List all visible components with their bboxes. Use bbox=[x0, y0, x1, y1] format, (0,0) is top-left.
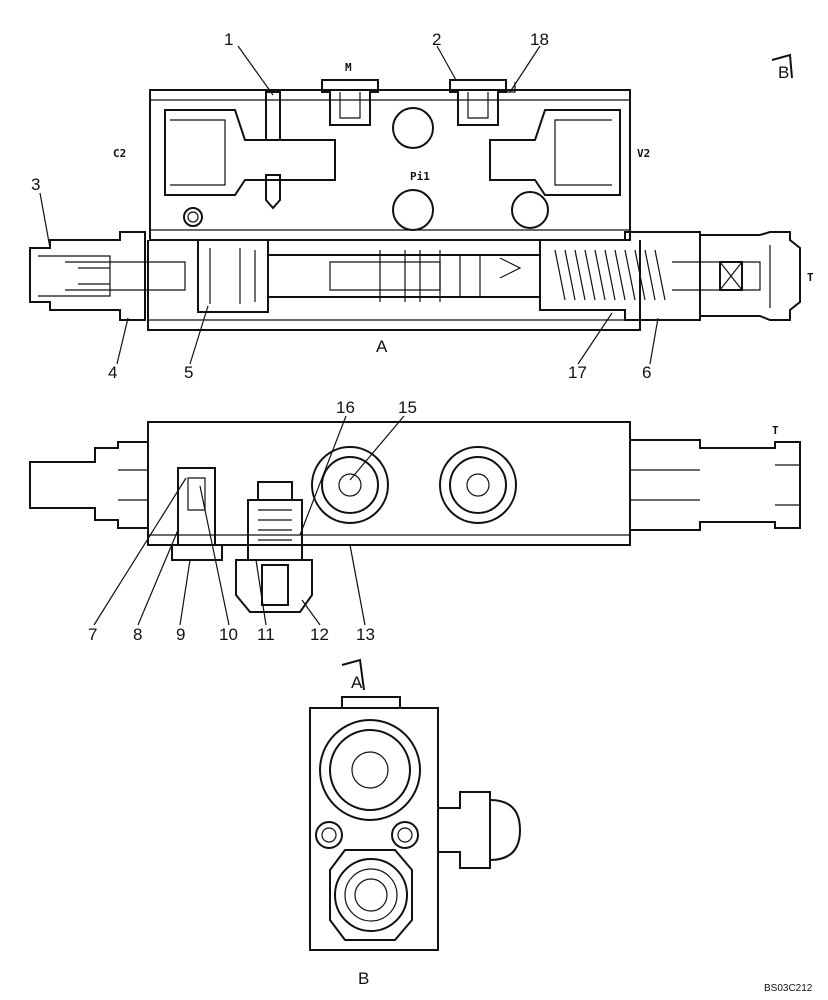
cap-12 bbox=[235, 559, 313, 613]
view-b-hole-left bbox=[315, 821, 343, 849]
section-marker-a-label: A bbox=[351, 673, 363, 692]
callout-8: 8 bbox=[133, 625, 142, 644]
callout-12: 12 bbox=[310, 625, 329, 644]
port-pi1-label: Pi1 bbox=[410, 170, 430, 183]
view-b-hex-nut bbox=[329, 849, 413, 941]
right-end-cap bbox=[699, 231, 801, 321]
view-b-label: B bbox=[358, 969, 369, 988]
piston-5 bbox=[197, 239, 269, 313]
callout-1: 1 bbox=[224, 30, 233, 49]
section-marker-a: A bbox=[341, 658, 365, 692]
plug-right bbox=[439, 446, 517, 524]
section-marker-b-label: B bbox=[778, 63, 789, 82]
v2-port-cavity bbox=[489, 109, 621, 196]
view-b-hole-right bbox=[391, 821, 419, 849]
drawing-code: BS03C212 bbox=[764, 983, 813, 994]
callout-3: 3 bbox=[31, 175, 40, 194]
spring bbox=[554, 249, 666, 301]
left-fitting bbox=[29, 441, 149, 529]
section-a-view: M C2 V2 Pi1 T A bbox=[29, 61, 814, 356]
passage-right bbox=[511, 191, 549, 229]
section-a-label: A bbox=[376, 337, 388, 356]
callout-9: 9 bbox=[176, 625, 185, 644]
side-view: T bbox=[29, 421, 801, 613]
callout-11: 11 bbox=[257, 625, 275, 644]
plug-9 bbox=[171, 544, 223, 561]
spring-housing bbox=[539, 231, 701, 321]
callout-6: 6 bbox=[642, 363, 651, 382]
callout-numbers: 1 2 18 3 4 5 17 6 16 15 7 8 9 10 11 12 1… bbox=[31, 30, 651, 644]
left-cap bbox=[29, 231, 146, 321]
view-b: B bbox=[309, 696, 522, 988]
callout-16: 16 bbox=[336, 398, 355, 417]
spool bbox=[267, 254, 541, 298]
callout-10: 10 bbox=[219, 625, 238, 644]
view-b-body bbox=[309, 707, 439, 951]
small-plug bbox=[183, 207, 203, 227]
plug-2 bbox=[449, 79, 507, 126]
pin-1 bbox=[265, 91, 281, 141]
callout-leaders bbox=[39, 45, 659, 626]
c2-port-cavity bbox=[164, 109, 336, 196]
view-b-side-fitting bbox=[437, 791, 491, 869]
section-marker-b: B bbox=[771, 53, 793, 82]
port-c2-label: C2 bbox=[113, 147, 126, 160]
callout-7: 7 bbox=[88, 625, 97, 644]
right-fitting bbox=[629, 439, 801, 531]
callout-5: 5 bbox=[184, 363, 193, 382]
passage-lower bbox=[392, 189, 434, 231]
port-m-label: M bbox=[345, 61, 352, 74]
callout-13: 13 bbox=[356, 625, 375, 644]
passage-upper bbox=[392, 107, 434, 149]
side-body bbox=[147, 421, 631, 546]
callout-4: 4 bbox=[108, 363, 117, 382]
callout-17: 17 bbox=[568, 363, 587, 382]
port-t-top-label: T bbox=[807, 271, 814, 284]
valve-body bbox=[149, 89, 631, 241]
plug-m bbox=[321, 79, 379, 126]
spool-body bbox=[147, 240, 641, 331]
port-v2-label: V2 bbox=[637, 147, 650, 160]
view-b-port-upper bbox=[319, 719, 421, 821]
plug-15 bbox=[311, 446, 389, 524]
callout-2: 2 bbox=[432, 30, 441, 49]
callout-18: 18 bbox=[530, 30, 549, 49]
port-t-mid-label: T bbox=[772, 424, 779, 437]
callout-15: 15 bbox=[398, 398, 417, 417]
